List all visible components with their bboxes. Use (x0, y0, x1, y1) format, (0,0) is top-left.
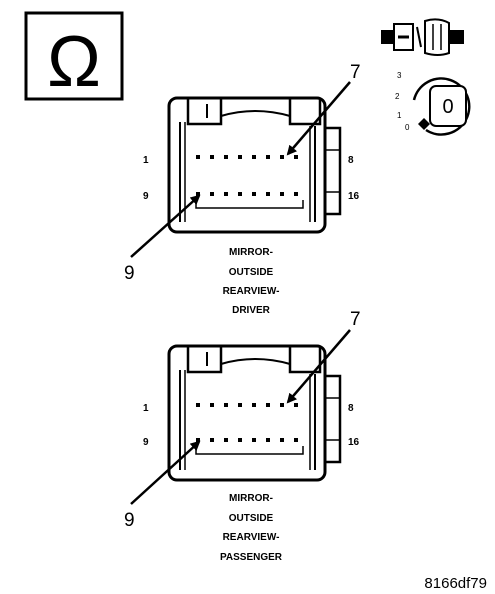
caption-line: MIRROR- (229, 247, 273, 258)
connector-driver: 1 8 9 16 7 9 MIRROR- OUTSIDE REARVIEW- D… (124, 62, 361, 316)
caption-line: OUTSIDE (229, 267, 274, 278)
caption-line: MIRROR- (229, 493, 273, 504)
callout-arrow-pin-9 (130, 440, 201, 505)
caption-line: DRIVER (232, 305, 271, 316)
ignition-key-label: 0 (442, 96, 453, 118)
callout-label-9: 9 (124, 510, 135, 531)
ignition-position-3: 3 (397, 71, 402, 80)
caption-line: REARVIEW- (223, 532, 280, 543)
connector-caption: MIRROR- OUTSIDE REARVIEW- DRIVER (223, 247, 280, 316)
pin-label-1: 1 (143, 155, 149, 166)
ignition-position-0: 0 (405, 123, 410, 132)
disconnect-connector-icon (381, 18, 464, 56)
pin-label-8: 8 (348, 155, 354, 166)
pin-label-16: 16 (348, 191, 360, 202)
ignition-position-2: 2 (395, 92, 400, 101)
caption-line: REARVIEW- (223, 286, 280, 297)
callout-arrow-pin-7 (286, 329, 351, 404)
pin-label-16: 16 (348, 437, 360, 448)
connector-body (167, 344, 342, 482)
pin-row-top (196, 403, 298, 407)
callout-label-7: 7 (350, 309, 361, 330)
callout-label-7: 7 (350, 62, 361, 83)
ignition-position-1: 1 (397, 111, 402, 120)
connector-caption: MIRROR- OUTSIDE REARVIEW- PASSENGER (220, 493, 283, 563)
caption-line: OUTSIDE (229, 513, 274, 524)
figure-id: 8166df79 (424, 575, 487, 592)
ignition-off-icon: 0 3 2 1 0 (395, 71, 471, 136)
connector-passenger: 1 8 9 16 7 9 MIRROR- OUTSIDE REARVIEW- P… (124, 309, 361, 563)
ohm-symbol: Ω (47, 22, 101, 102)
connector-body (167, 96, 342, 234)
pin-row-bottom (196, 192, 298, 196)
ohmmeter-icon: Ω (24, 11, 124, 102)
pin-row-top (196, 155, 298, 159)
callout-arrow-pin-7 (286, 81, 351, 156)
callout-arrow-pin-9 (130, 194, 201, 258)
callout-label-9: 9 (124, 263, 135, 284)
pin-label-9: 9 (143, 437, 149, 448)
pin-label-1: 1 (143, 403, 149, 414)
pin-label-9: 9 (143, 191, 149, 202)
pin-row-bottom (196, 438, 298, 442)
caption-line: PASSENGER (220, 552, 283, 563)
pin-label-8: 8 (348, 403, 354, 414)
